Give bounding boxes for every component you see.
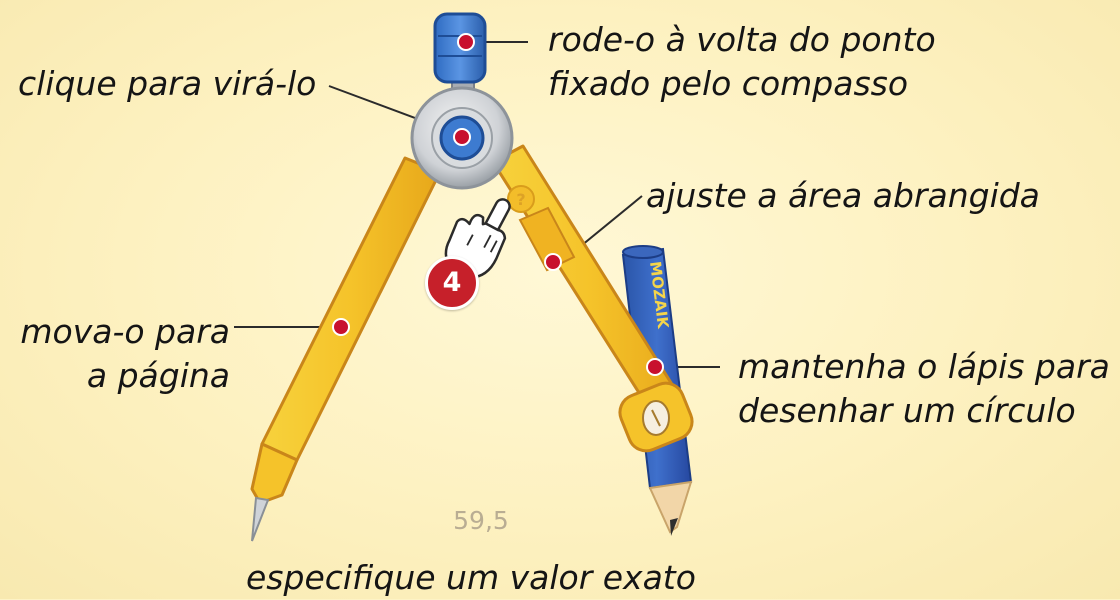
pencil-end [622,245,664,259]
needle-holder [250,442,299,505]
help-glyph: ? [516,190,525,209]
callout-flip: clique para virá-lo [18,64,317,103]
hotspot-flip[interactable] [453,128,471,146]
callout-rotate: rode-o à volta do ponto fixado pelo comp… [548,18,936,106]
callout-move: mova-o para a página [8,310,230,398]
hotspot-move[interactable] [332,318,350,336]
hotspot-adjust[interactable] [544,253,562,271]
leg-slider[interactable] [518,206,576,272]
hotspots[interactable] [332,33,664,376]
step-badge: 4 [425,256,479,310]
hotspot-rotate[interactable] [457,33,475,51]
pencil-lead [670,518,678,536]
callout-adjust: ajuste a área abrangida [646,176,1040,215]
callout-rotate-text: rode-o à volta do ponto fixado pelo comp… [548,20,936,103]
callout-move-text: mova-o para a página [20,312,230,395]
hotspot-pencil[interactable] [646,358,664,376]
pointing-hand-icon [444,198,511,279]
callout-exact-value: especifique um valor exato [246,558,696,597]
needle-point [251,496,270,542]
callout-hold-pencil-text: mantenha o lápis para desenhar um círcul… [738,347,1110,430]
compass-left-leg[interactable] [250,156,442,542]
pencil-wood-tip [648,480,693,534]
callout-hold-pencil: mantenha o lápis para desenhar um círcul… [738,345,1110,433]
help-icon[interactable] [507,185,535,213]
value-readout[interactable]: 59,5 [453,506,509,535]
compass-right-leg[interactable]: ? [491,144,697,456]
